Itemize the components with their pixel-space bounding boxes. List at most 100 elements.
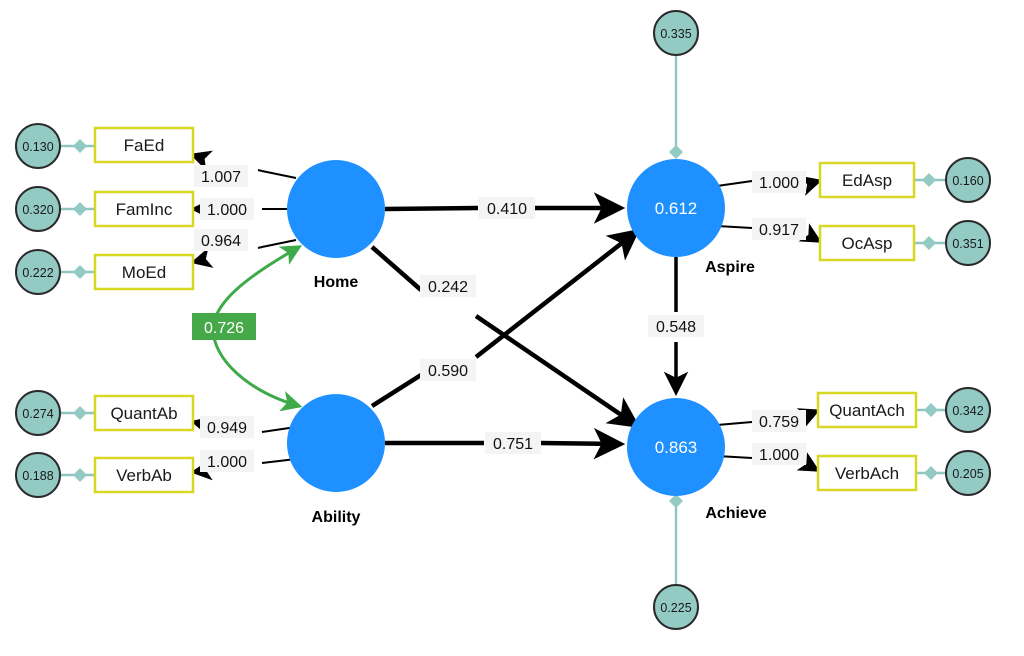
indicator-ocasp[interactable]: OcAsp bbox=[818, 224, 916, 262]
residual-faminc[interactable]: 0.320 bbox=[15, 186, 61, 232]
structural-label-ability-aspire: 0.590 bbox=[420, 359, 476, 381]
residual-verbach[interactable]: 0.205 bbox=[945, 450, 991, 496]
loading-label-ability-quantab: 0.949 bbox=[200, 416, 254, 438]
latent-value-achieve: 0.863 bbox=[655, 438, 698, 457]
residual-value-ocasp: 0.351 bbox=[952, 237, 983, 251]
loading-value-home-moed: 0.964 bbox=[201, 233, 241, 250]
loading-label-home-faed: 1.007 bbox=[194, 165, 248, 187]
indicator-quantach[interactable]: QuantAch bbox=[816, 391, 918, 429]
structural-label-ability-achieve: 0.751 bbox=[485, 432, 541, 454]
residual-connectors bbox=[60, 55, 946, 585]
latent-node-aspire[interactable]: 0.612 bbox=[627, 159, 725, 257]
latent-value-aspire: 0.612 bbox=[655, 199, 698, 218]
indicator-faminc[interactable]: FamInc bbox=[93, 190, 195, 228]
loading-label-home-moed: 0.964 bbox=[194, 229, 248, 251]
latent-label-home: Home bbox=[314, 274, 359, 291]
path-line-ability-aspire-b bbox=[474, 228, 641, 359]
structural-value-home-aspire: 0.410 bbox=[487, 201, 527, 218]
loading-value-aspire-edasp: 1.000 bbox=[759, 175, 799, 192]
latent-node-ability[interactable] bbox=[287, 394, 385, 492]
residual-value-achieve: 0.225 bbox=[660, 601, 691, 615]
loading-value-achieve-quantach: 0.759 bbox=[759, 414, 799, 431]
path-line-home-achieve-b bbox=[474, 314, 641, 428]
structural-value-ability-achieve: 0.751 bbox=[493, 436, 533, 453]
loading-value-ability-verbab: 1.000 bbox=[207, 454, 247, 471]
indicator-label-verbach: VerbAch bbox=[835, 464, 899, 483]
diamond-icon-verbach bbox=[924, 466, 938, 480]
diamond-icon-faed bbox=[73, 139, 87, 153]
diamond-icon-achieve bbox=[669, 494, 683, 508]
loading-value-ability-quantab: 0.949 bbox=[207, 420, 247, 437]
indicator-faed[interactable]: FaEd bbox=[93, 126, 195, 164]
residual-ocasp[interactable]: 0.351 bbox=[945, 220, 991, 266]
structural-value-aspire-achieve: 0.548 bbox=[656, 319, 696, 336]
covariance-value-home-ability: 0.726 bbox=[204, 320, 244, 337]
diamond-icon-edasp bbox=[922, 173, 936, 187]
diamond-icon-quantab bbox=[73, 406, 87, 420]
diamond-icon-moed bbox=[73, 265, 87, 279]
residual-value-faminc: 0.320 bbox=[22, 203, 53, 217]
loading-label-achieve-verbach: 1.000 bbox=[752, 443, 806, 465]
indicator-verbach[interactable]: VerbAch bbox=[816, 454, 918, 492]
loading-label-home-faminc: 1.000 bbox=[200, 198, 254, 220]
indicator-label-ocasp: OcAsp bbox=[841, 234, 892, 253]
residual-edasp[interactable]: 0.160 bbox=[945, 157, 991, 203]
structural-paths bbox=[370, 192, 689, 460]
loading-label-ability-verbab: 1.000 bbox=[200, 450, 254, 472]
indicator-quantab[interactable]: QuantAb bbox=[93, 394, 195, 432]
residual-value-verbab: 0.188 bbox=[22, 469, 53, 483]
residual-value-aspire: 0.335 bbox=[660, 27, 691, 41]
indicator-label-quantab: QuantAb bbox=[110, 404, 177, 423]
residual-achieve[interactable]: 0.225 bbox=[653, 584, 699, 630]
residual-value-moed: 0.222 bbox=[22, 266, 53, 280]
indicator-label-faed: FaEd bbox=[124, 136, 165, 155]
residual-value-verbach: 0.205 bbox=[952, 467, 983, 481]
indicator-label-quantach: QuantAch bbox=[829, 401, 905, 420]
diamond-icon-quantach bbox=[924, 403, 938, 417]
latent-label-ability: Ability bbox=[312, 509, 361, 526]
path-line-home-aspire-a bbox=[384, 205, 479, 212]
indicator-edasp[interactable]: EdAsp bbox=[818, 161, 916, 199]
residual-value-quantab: 0.274 bbox=[22, 407, 53, 421]
residual-quantach[interactable]: 0.342 bbox=[945, 387, 991, 433]
loading-arrow-stubs bbox=[257, 169, 263, 249]
residual-faed[interactable]: 0.130 bbox=[15, 123, 61, 169]
diamond-icon-ocasp bbox=[922, 236, 936, 250]
structural-label-aspire-achieve: 0.548 bbox=[648, 315, 704, 337]
indicator-label-faminc: FamInc bbox=[116, 200, 173, 219]
loading-label-aspire-edasp: 1.000 bbox=[752, 171, 806, 193]
indicator-label-verbab: VerbAb bbox=[116, 466, 172, 485]
residual-quantab[interactable]: 0.274 bbox=[15, 390, 61, 436]
diamond-icon-verbab bbox=[73, 468, 87, 482]
structural-value-home-achieve: 0.242 bbox=[428, 279, 468, 296]
loading-labels: 1.007 1.000 0.964 0.949 1.000 1.000 bbox=[194, 165, 806, 472]
diamond-icon-faminc bbox=[73, 202, 87, 216]
loading-value-achieve-verbach: 1.000 bbox=[759, 447, 799, 464]
structural-label-home-achieve: 0.242 bbox=[420, 275, 476, 297]
path-line-ability-aspire-a bbox=[370, 373, 423, 408]
latent-node-home[interactable] bbox=[287, 160, 385, 258]
indicator-boxes: FaEd FamInc MoEd QuantAb VerbAb EdAsp bbox=[93, 126, 918, 494]
structural-labels: 0.410 0.242 0.590 0.751 0.548 bbox=[420, 197, 704, 454]
loading-value-home-faed: 1.007 bbox=[201, 169, 241, 186]
covariance-label-home-ability: 0.726 bbox=[192, 313, 256, 340]
latent-node-achieve[interactable]: 0.863 bbox=[627, 398, 725, 496]
loading-label-achieve-quantach: 0.759 bbox=[752, 410, 806, 432]
residual-circles: 0.130 0.320 0.222 0.274 0.188 0.160 bbox=[15, 10, 991, 630]
latent-label-achieve: Achieve bbox=[705, 505, 766, 522]
loading-arrows bbox=[189, 150, 823, 481]
latent-label-aspire: Aspire bbox=[705, 259, 755, 276]
residual-value-faed: 0.130 bbox=[22, 140, 53, 154]
loading-value-aspire-ocasp: 0.917 bbox=[759, 222, 799, 239]
loading-value-home-faminc: 1.000 bbox=[207, 202, 247, 219]
indicator-verbab[interactable]: VerbAb bbox=[93, 456, 195, 494]
structural-label-home-aspire: 0.410 bbox=[479, 197, 535, 219]
indicator-moed[interactable]: MoEd bbox=[93, 253, 195, 291]
residual-aspire[interactable]: 0.335 bbox=[653, 10, 699, 56]
residual-moed[interactable]: 0.222 bbox=[15, 249, 61, 295]
residual-verbab[interactable]: 0.188 bbox=[15, 452, 61, 498]
diamond-icon-aspire bbox=[669, 145, 683, 159]
residual-value-edasp: 0.160 bbox=[952, 174, 983, 188]
